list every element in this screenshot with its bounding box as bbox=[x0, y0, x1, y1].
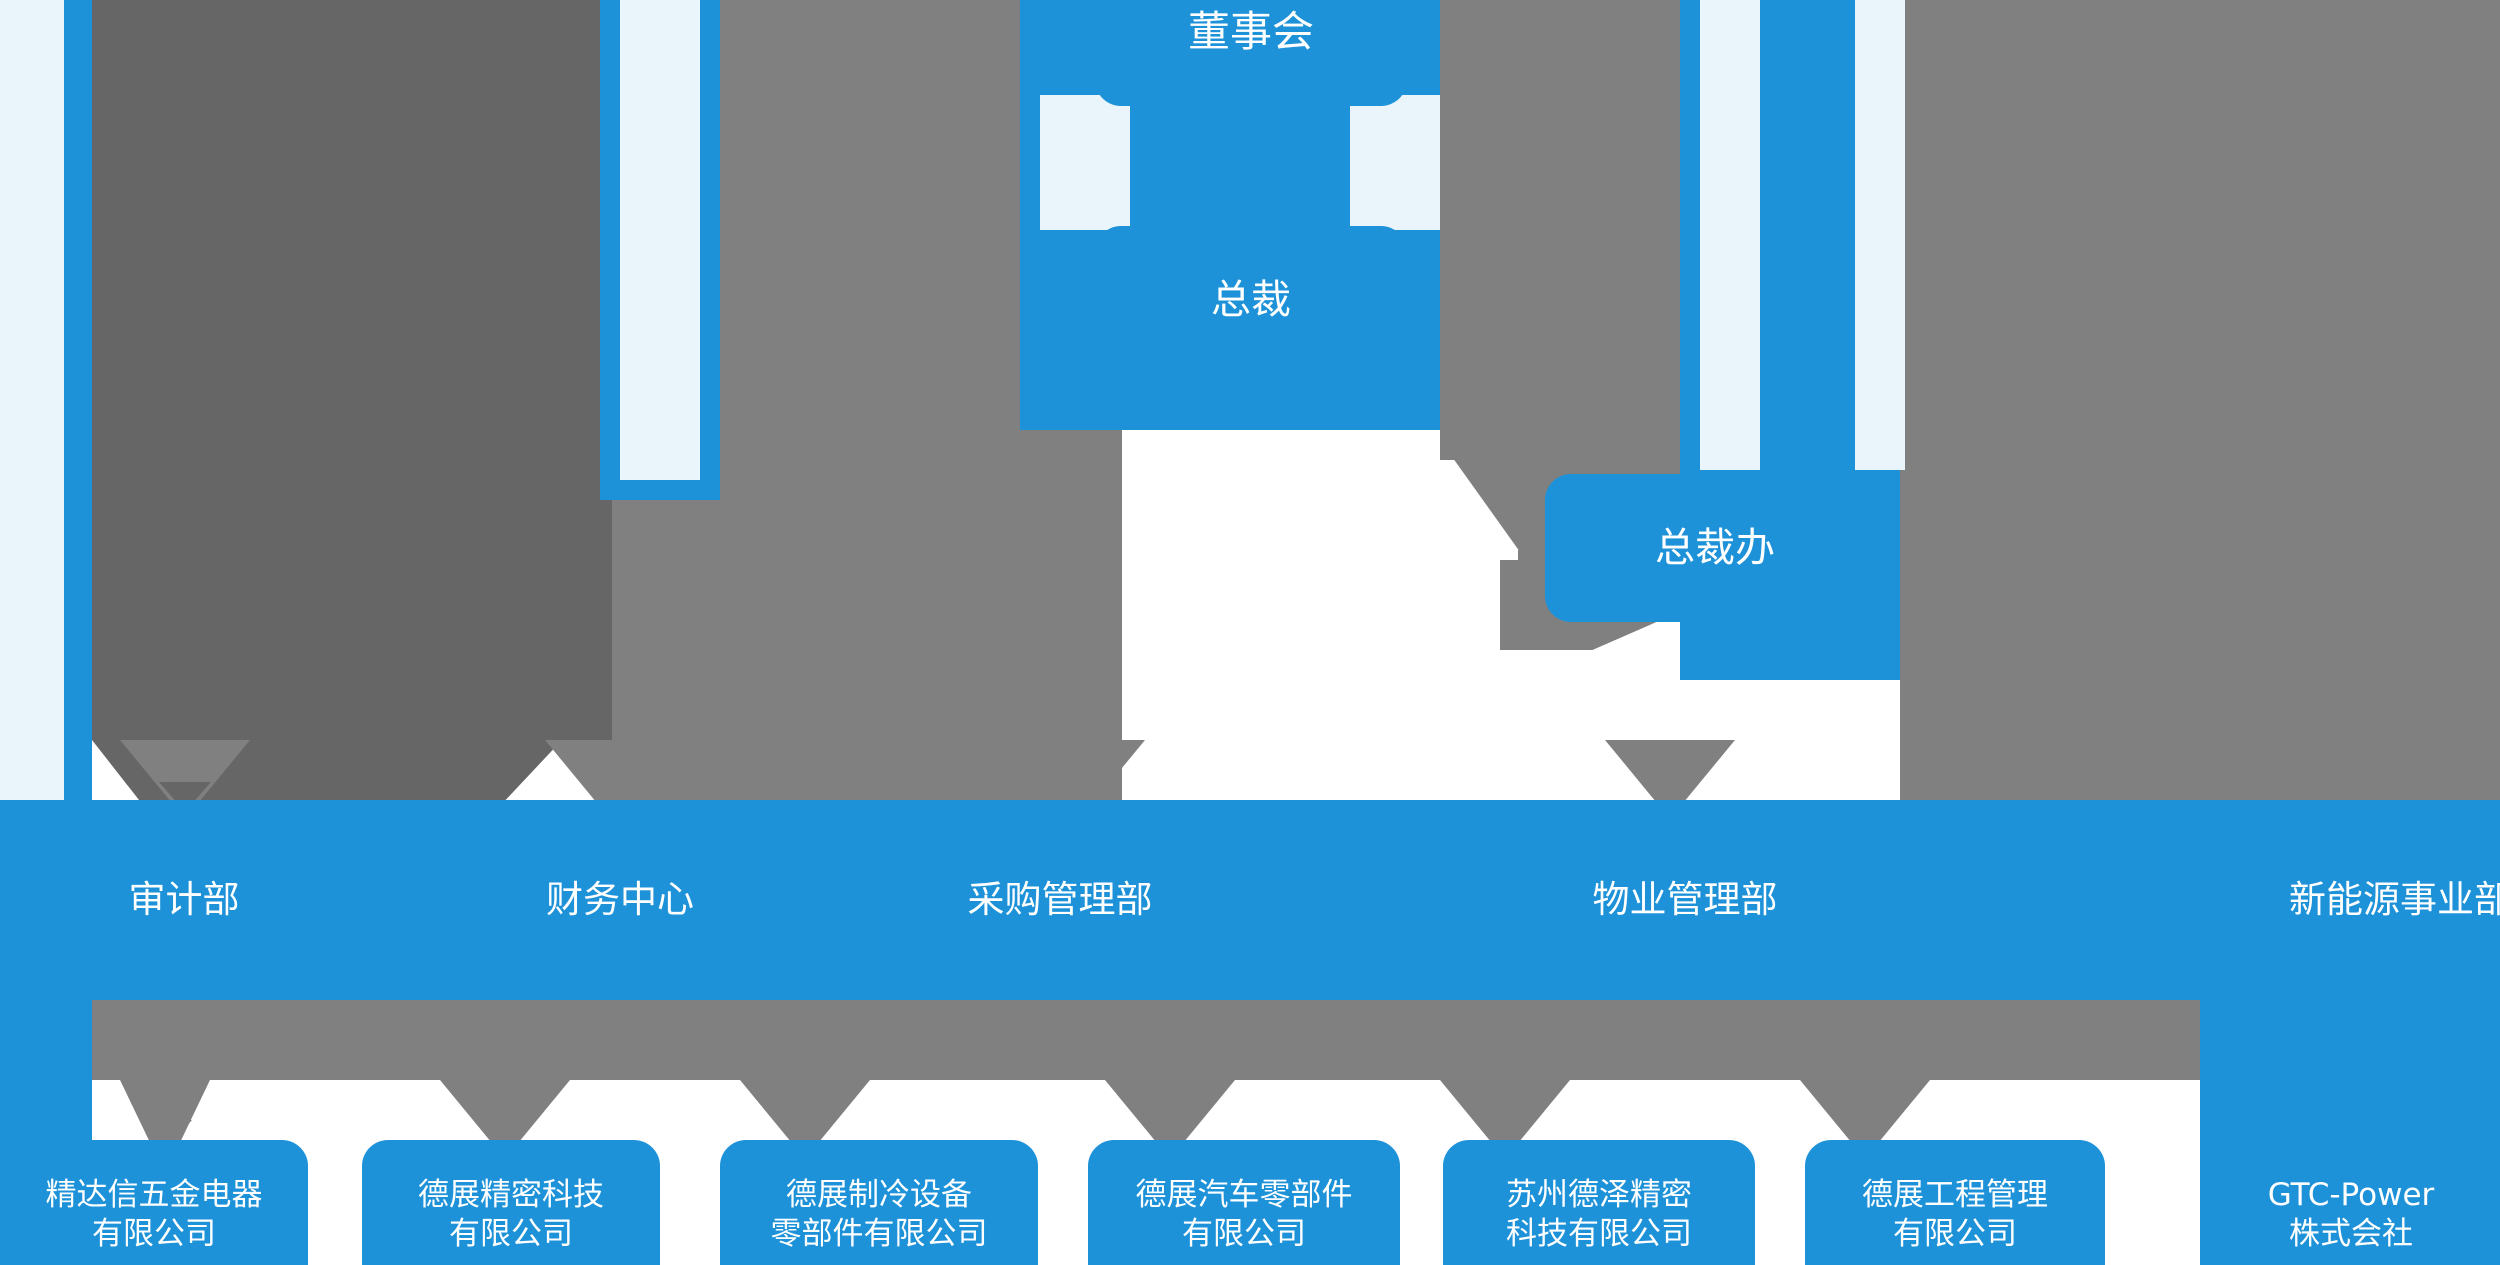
node-subsidiary-3-line2: 零部件有限公司 bbox=[770, 1216, 988, 1252]
backdrop-pale-right-col bbox=[1700, 0, 1760, 470]
node-subsidiary-6-line2: 有限公司 bbox=[1893, 1216, 2017, 1252]
node-dept-finance-label: 财务中心 bbox=[546, 877, 694, 921]
backdrop-pale-center-right bbox=[1350, 95, 1440, 230]
connector-marker-office-left-2 bbox=[1518, 548, 1540, 570]
node-dept-property[interactable]: 物业管理部 bbox=[1485, 824, 1885, 976]
node-subsidiary-3-line1: 德展制冷设备 bbox=[786, 1177, 972, 1214]
node-dept-new-energy[interactable]: 新能源事业部 bbox=[2200, 824, 2500, 976]
node-subsidiary-7[interactable]: GTC-Power 株式会社 bbox=[2205, 1140, 2497, 1265]
node-dept-audit[interactable]: 审计部 bbox=[0, 824, 368, 976]
node-president-label: 总裁 bbox=[1211, 277, 1291, 323]
node-president-office[interactable]: 总裁办 bbox=[1545, 474, 1885, 622]
connector-main-trunk-bar bbox=[80, 1000, 2200, 1080]
node-dept-procurement[interactable]: 采购管理部 bbox=[860, 824, 1260, 976]
connector-block-center-right bbox=[1440, 0, 1685, 460]
node-subsidiary-5-line2: 科技有限公司 bbox=[1506, 1216, 1692, 1252]
connector-marker-office-left bbox=[1518, 510, 1540, 532]
node-subsidiary-3[interactable]: 德展制冷设备 零部件有限公司 bbox=[720, 1140, 1038, 1265]
node-subsidiary-1-line1: 精达信五金电器 bbox=[45, 1177, 263, 1214]
node-subsidiary-5[interactable]: 苏州德泽精密 科技有限公司 bbox=[1443, 1140, 1755, 1265]
backdrop-pale-right-col-2 bbox=[1855, 0, 1905, 470]
connector-block-upper-left-dark bbox=[92, 0, 612, 740]
node-subsidiary-5-line1: 苏州德泽精密 bbox=[1506, 1177, 1692, 1214]
node-dept-finance[interactable]: 财务中心 bbox=[420, 824, 820, 976]
node-subsidiary-6-line1: 德展工程管理 bbox=[1862, 1177, 2048, 1214]
node-subsidiary-4[interactable]: 德展汽车零部件 有限公司 bbox=[1088, 1140, 1400, 1265]
node-president[interactable]: 总裁 bbox=[1095, 226, 1407, 374]
node-board[interactable]: 董事会 bbox=[1095, 0, 1407, 106]
node-subsidiary-1[interactable]: 精达信五金电器 有限公司 bbox=[0, 1140, 308, 1265]
node-dept-procurement-label: 采购管理部 bbox=[967, 877, 1153, 921]
backdrop-pale-center-left bbox=[1040, 95, 1130, 230]
node-president-office-label: 总裁办 bbox=[1655, 525, 1775, 571]
node-dept-audit-label: 审计部 bbox=[128, 877, 240, 921]
node-subsidiary-2[interactable]: 德展精密科技 有限公司 bbox=[362, 1140, 660, 1265]
backdrop-pale-left bbox=[0, 0, 64, 800]
node-board-label: 董事会 bbox=[1187, 6, 1314, 56]
node-dept-new-energy-label: 新能源事业部 bbox=[2289, 877, 2500, 921]
node-subsidiary-4-line1: 德展汽车零部件 bbox=[1135, 1177, 1353, 1214]
connector-block-right-wide bbox=[1900, 0, 2500, 800]
node-subsidiary-6[interactable]: 德展工程管理 有限公司 bbox=[1805, 1140, 2105, 1265]
node-subsidiary-2-line1: 德展精密科技 bbox=[418, 1177, 604, 1214]
node-subsidiary-4-line2: 有限公司 bbox=[1182, 1216, 1306, 1252]
node-dept-property-label: 物业管理部 bbox=[1592, 877, 1778, 921]
node-subsidiary-1-line2: 有限公司 bbox=[92, 1216, 216, 1252]
node-subsidiary-7-line2: 株式会社 bbox=[2289, 1216, 2413, 1252]
node-subsidiary-7-line1: GTC-Power bbox=[2267, 1177, 2435, 1214]
node-subsidiary-2-line2: 有限公司 bbox=[449, 1216, 573, 1252]
backdrop-pale-mid-left bbox=[620, 0, 700, 480]
